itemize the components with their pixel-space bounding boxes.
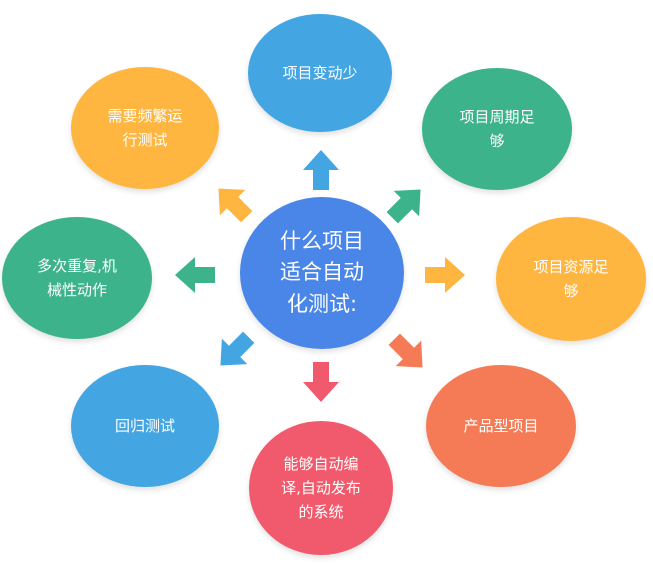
arrow-to-top (303, 150, 339, 190)
node-label: 项目资源足 够 (533, 258, 609, 300)
arrow-to-right (425, 257, 465, 293)
node-label: 项目周期足 够 (459, 108, 535, 150)
node-label: 产品型项目 (463, 417, 539, 435)
node-regression-testing: 回归测试 (71, 365, 219, 487)
arrow-to-top-left (218, 188, 253, 223)
node-project-period-enough: 项目周期足 够 (422, 68, 572, 190)
node-product-project: 产品型项目 (426, 365, 576, 487)
node-frequent-test-runs: 需要频繁运 行测试 (71, 67, 219, 189)
node-auto-build-release-system: 能够自动编 译,自动发布 的系统 (249, 421, 393, 555)
arrow-to-bottom (303, 362, 339, 402)
center-question-node: 什么项目 适合自动 化测试: (240, 197, 404, 349)
arrow-to-left (175, 257, 215, 293)
node-repetitive-mechanical-actions: 多次重复,机 械性动作 (2, 217, 152, 339)
node-label: 多次重复,机 械性动作 (37, 257, 117, 299)
node-project-resources-enough: 项目资源足 够 (496, 217, 646, 341)
arrow-to-bottom-right (388, 333, 423, 368)
arrow-to-bottom-left (220, 331, 255, 366)
node-label: 项目变动少 (282, 64, 358, 82)
arrow-to-top-right (386, 189, 421, 224)
node-label: 需要频繁运 行测试 (107, 107, 183, 149)
node-label: 能够自动编 译,自动发布 的系统 (281, 455, 361, 521)
node-label: 回归测试 (114, 417, 175, 435)
center-question-text: 什么项目 适合自动 化测试: (280, 228, 364, 316)
node-project-changes-few: 项目变动少 (248, 14, 392, 132)
